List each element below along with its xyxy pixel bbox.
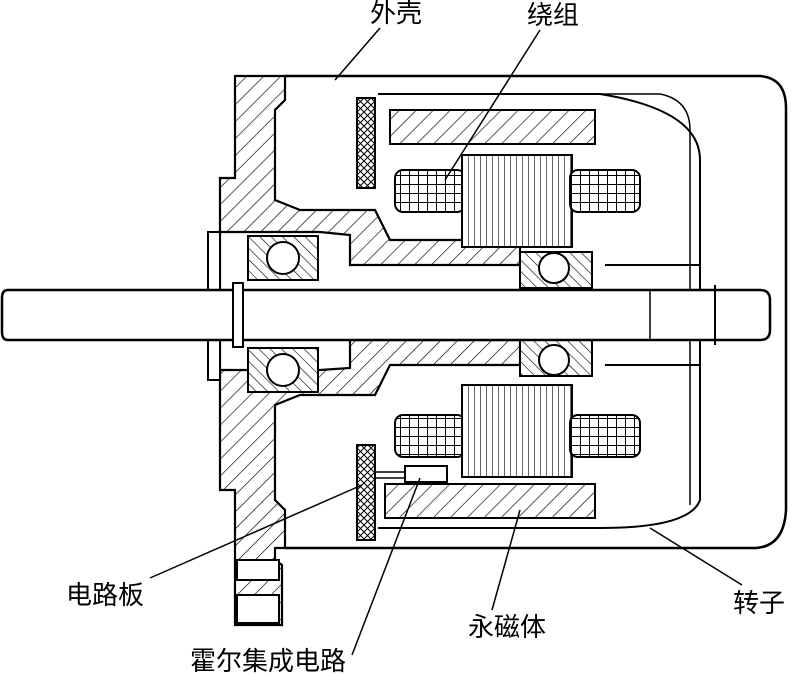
mounting-flange bbox=[236, 559, 280, 624]
label-permanent-magnet: 永磁体 bbox=[468, 613, 546, 643]
rotor-cup bbox=[285, 74, 788, 550]
winding-top-left bbox=[394, 169, 466, 213]
winding-bottom-left bbox=[394, 414, 466, 458]
stator-lamination-top bbox=[461, 154, 573, 248]
label-rotor: 转子 bbox=[733, 589, 785, 619]
label-circuit-board: 电路板 bbox=[66, 581, 144, 611]
circuit-board-top bbox=[356, 97, 376, 189]
hall-ic bbox=[375, 465, 448, 483]
magnet-top bbox=[389, 109, 596, 145]
bearing-right-top bbox=[519, 251, 593, 289]
winding-top-right bbox=[569, 169, 641, 213]
bearing-left-top bbox=[247, 235, 319, 281]
label-winding: 绕组 bbox=[527, 1, 579, 31]
circuit-board-bottom bbox=[356, 444, 376, 541]
label-hall-ic: 霍尔集成电路 bbox=[190, 647, 346, 677]
stator-lamination-bottom bbox=[461, 384, 573, 478]
winding-bottom-right bbox=[569, 414, 641, 458]
bearing-left-bottom bbox=[247, 347, 319, 393]
leader-lines bbox=[149, 27, 743, 656]
magnet-bottom bbox=[384, 483, 596, 519]
shaft bbox=[0, 264, 772, 366]
bearing-right-bottom bbox=[519, 339, 593, 377]
label-housing: 外壳 bbox=[370, 0, 422, 29]
